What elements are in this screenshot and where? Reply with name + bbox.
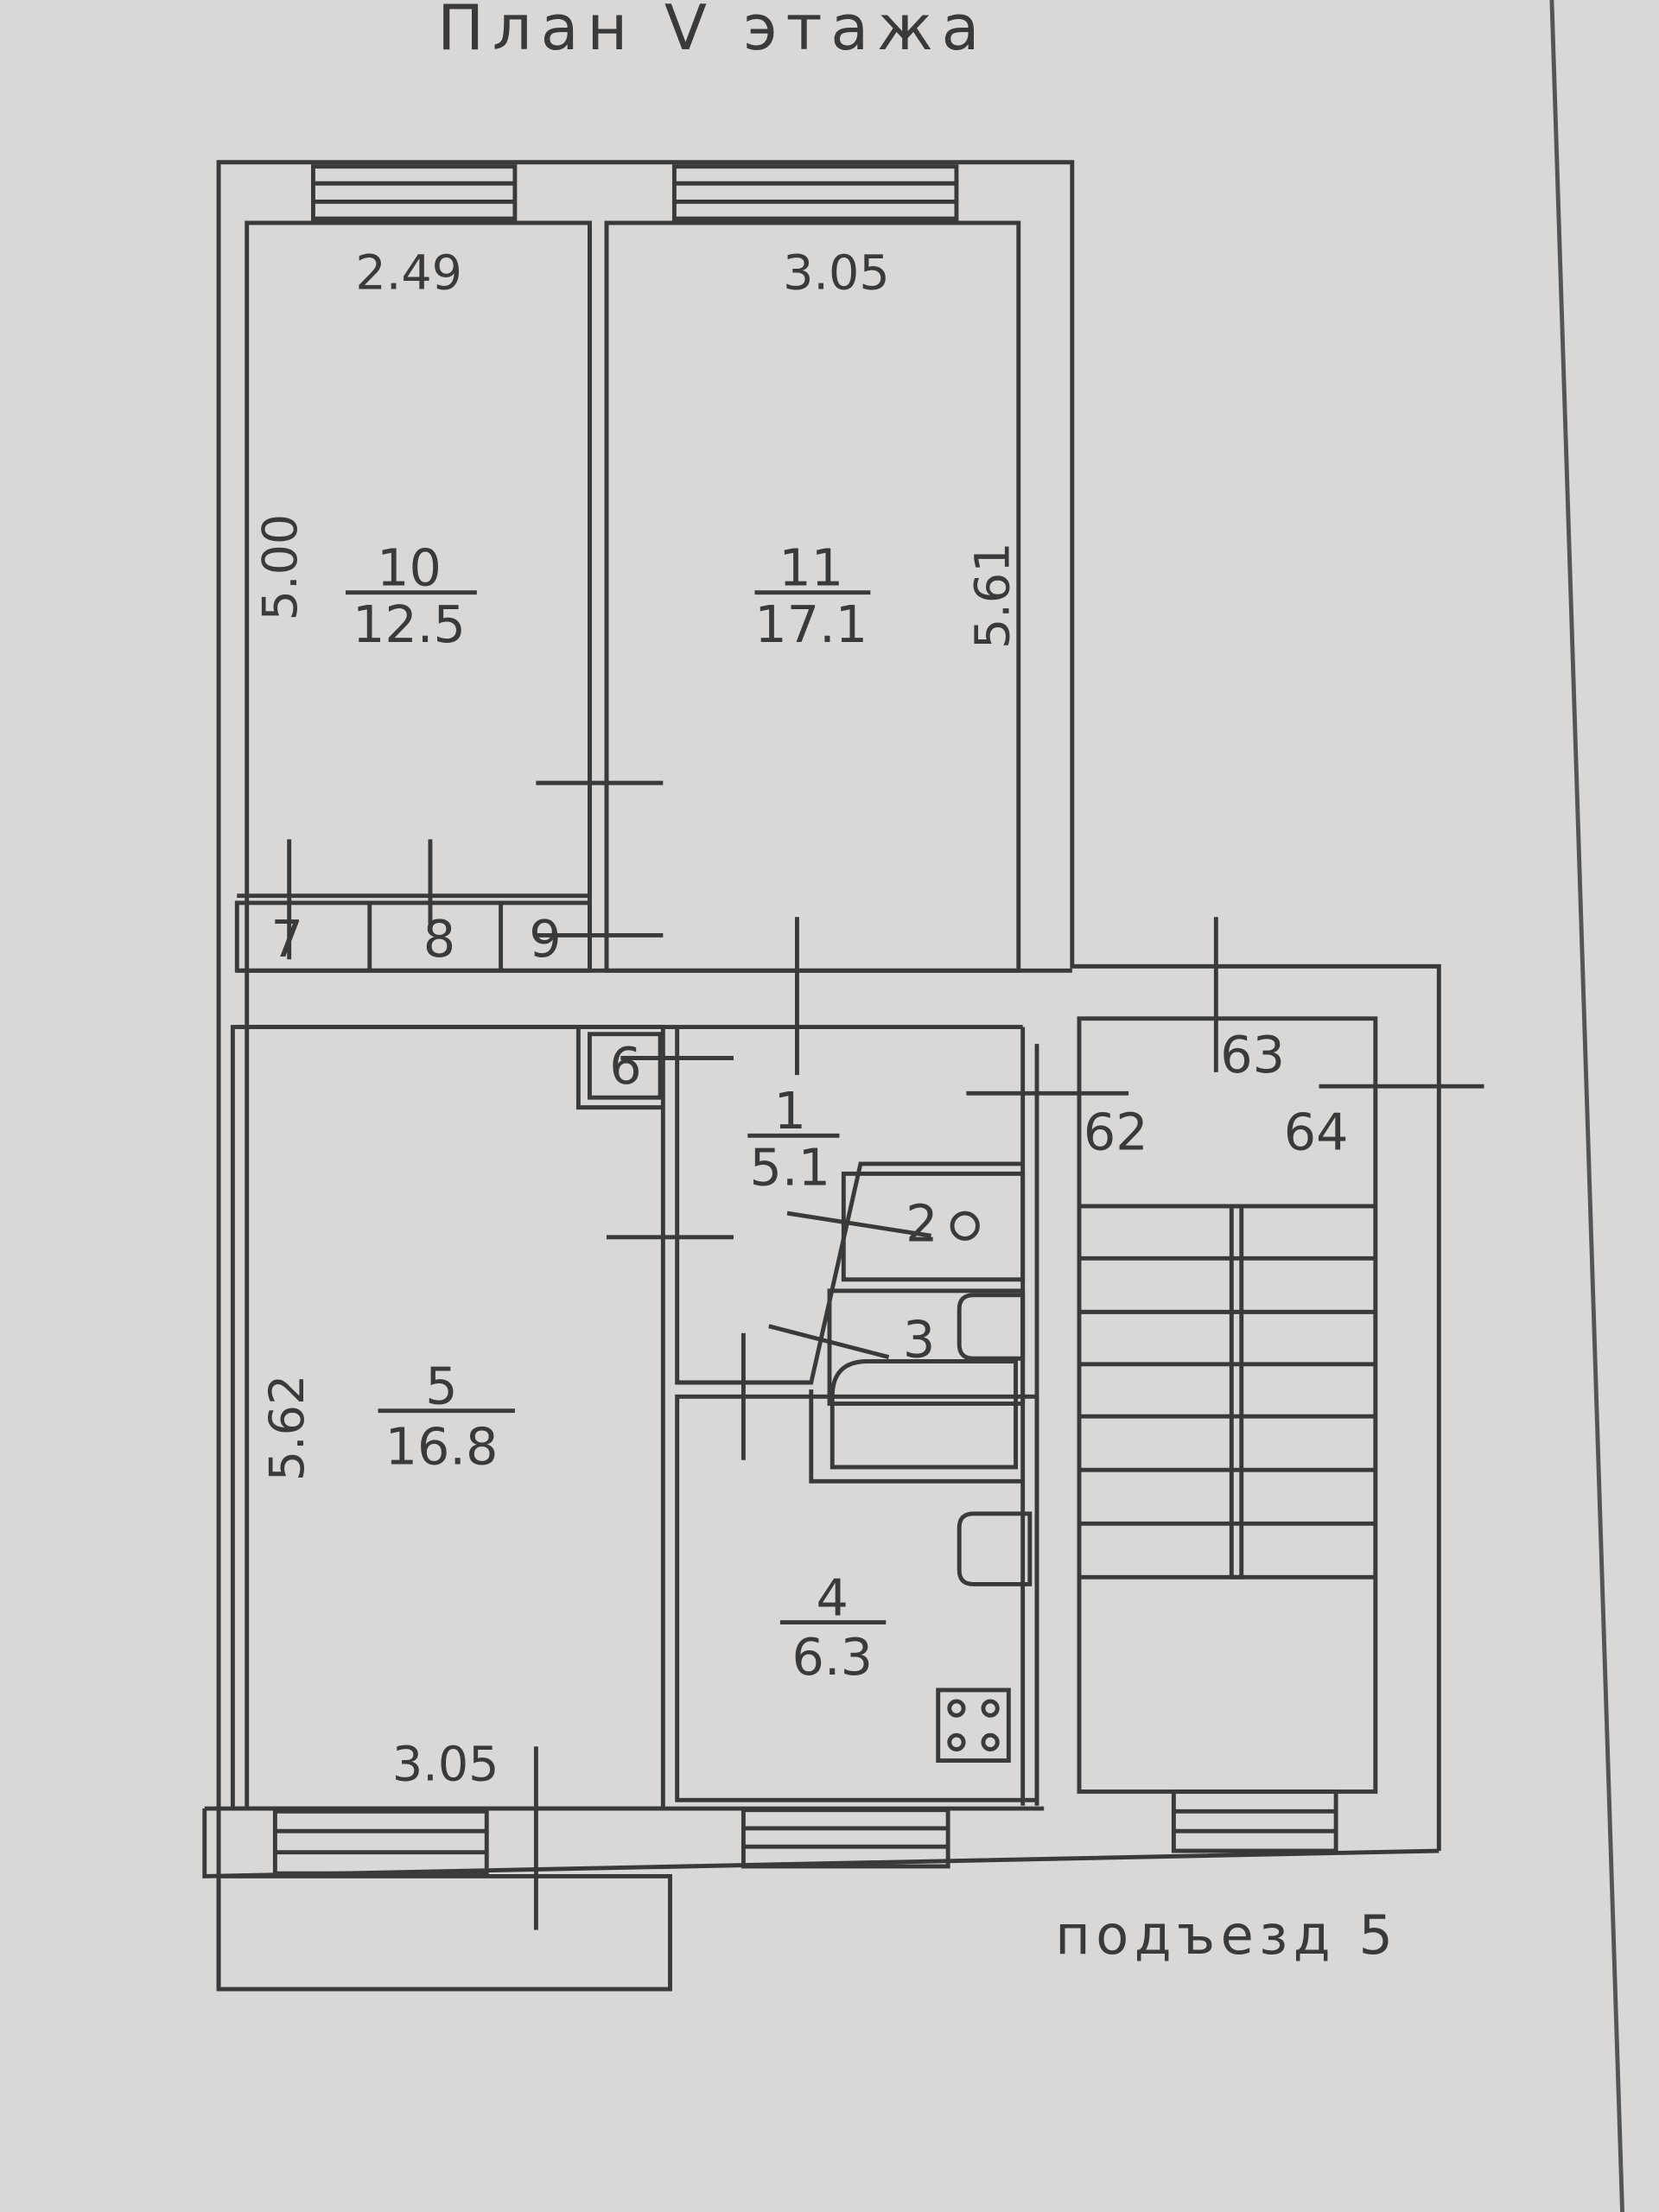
entrance-label: подъезд 5 [1055, 1904, 1398, 1967]
page-edge [1549, 0, 1624, 2212]
room-63-label: 63 [1220, 1025, 1285, 1084]
plan-title: План V этажа [437, 0, 988, 64]
room-4-number: 4 [817, 1567, 849, 1627]
room-4-area: 6.3 [792, 1627, 873, 1687]
windows [272, 164, 1338, 1876]
room-11-number: 11 [779, 538, 843, 598]
room-5-number: 5 [425, 1356, 457, 1415]
dimension-labels: 2.49 3.05 5.00 5.61 5.62 3.05 [252, 245, 1020, 1793]
room-1-number: 1 [774, 1081, 806, 1141]
dim-room10-width: 2.49 [355, 245, 462, 302]
dim-room11-width: 3.05 [783, 245, 890, 302]
room-10-number: 10 [377, 538, 442, 598]
closet-7-label: 7 [270, 909, 302, 969]
dim-room11-length: 5.61 [964, 542, 1020, 649]
room-6-label: 6 [609, 1036, 641, 1096]
room-11-area: 17.1 [754, 594, 868, 654]
dim-room5-width: 3.05 [392, 1736, 499, 1792]
closet-8-label: 8 [423, 909, 455, 969]
closet-9-label: 9 [529, 909, 561, 969]
room-1-area: 5.1 [750, 1137, 830, 1197]
walls [202, 160, 1484, 1992]
room-labels: 10 12.5 11 17.1 5 16.8 1 5.1 4 6.3 7 8 9… [270, 538, 1348, 1687]
room-5-area: 16.8 [385, 1417, 499, 1477]
room-10-area: 12.5 [353, 594, 466, 654]
room-2-label: 2 [906, 1194, 938, 1254]
room-3-label: 3 [903, 1310, 935, 1370]
dim-room10-length: 5.00 [252, 514, 308, 621]
room-64-label: 64 [1284, 1103, 1349, 1162]
dim-room5-length: 5.62 [259, 1375, 315, 1482]
room-62-label: 62 [1084, 1103, 1148, 1162]
